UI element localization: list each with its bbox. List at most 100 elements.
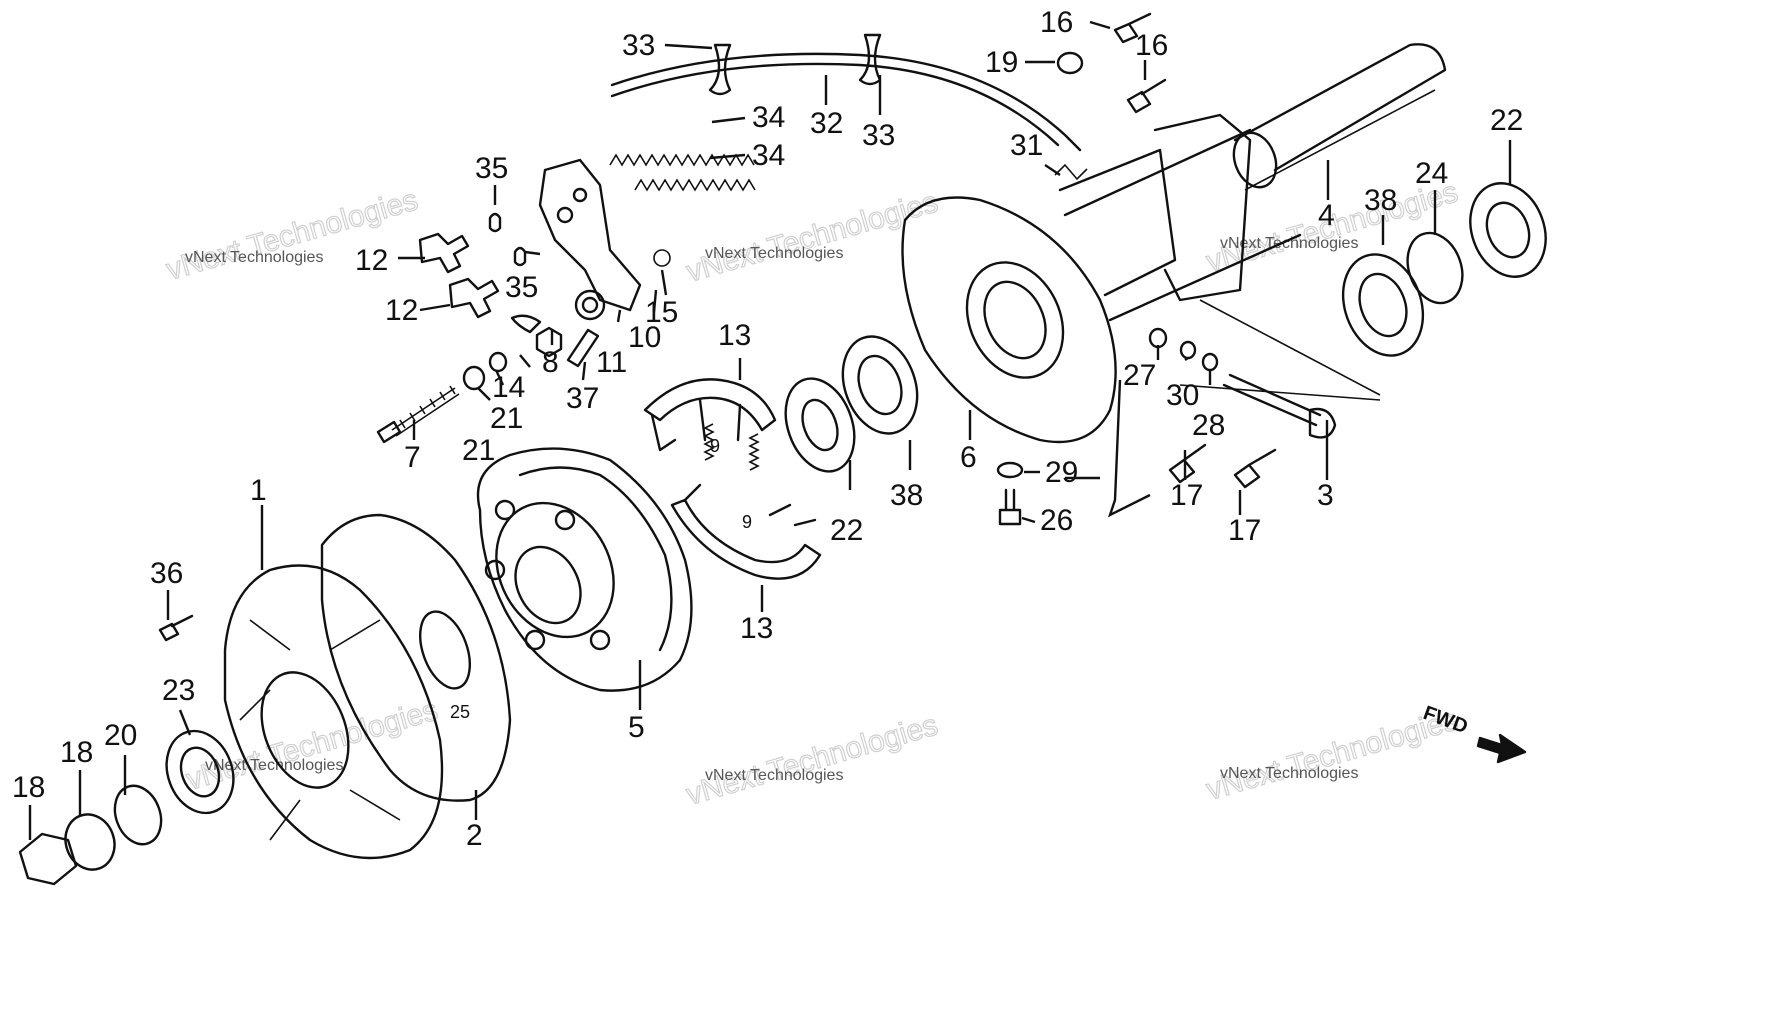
brake-cable: [610, 52, 1082, 152]
oil-seal-22-left-inner: [801, 398, 839, 452]
breather-tube-end: [1308, 407, 1337, 439]
callout-37: 37: [566, 382, 599, 415]
callout-33-left: 33: [622, 29, 655, 62]
gasket: [320, 513, 512, 802]
cover-center-hole: [260, 671, 350, 789]
brake-shoe-lower: [670, 498, 822, 580]
callout-9-lower: 9: [742, 512, 752, 532]
cotter-pin-lower: [513, 246, 527, 267]
leader-lines: [28, 20, 1512, 840]
callout-17-right: 17: [1228, 514, 1261, 547]
callout-18-left: 18: [12, 771, 45, 804]
cable-clamp-right: [858, 33, 882, 86]
drum-bolt-hole-2: [554, 509, 576, 531]
callout-14: 14: [492, 371, 525, 404]
callout-33-right: 33: [862, 119, 895, 152]
callout-21-upper: 21: [490, 402, 523, 435]
nut-8: [535, 326, 563, 358]
callout-22-left: 22: [830, 514, 863, 547]
cover-ribs: [239, 619, 401, 841]
brake-shoe-upper: [643, 378, 777, 432]
axle-housing-tube: [1058, 128, 1302, 322]
housing-flange: [1153, 113, 1252, 302]
washer-30: [1179, 340, 1197, 360]
bolt-37: [566, 328, 600, 368]
oil-seal-23-inner: [179, 746, 221, 798]
svg-text:vNext Technologies: vNext Technologies: [205, 757, 343, 774]
bearing-38-left-inner: [857, 354, 903, 416]
callout-23: 23: [162, 674, 195, 707]
brake-cable-inner: [610, 62, 1060, 147]
gasket-hole: [419, 610, 471, 690]
brake-arm-plate: [538, 158, 642, 312]
callout-38-left: 38: [890, 479, 923, 512]
axle-shaft: [1244, 89, 1436, 191]
brake-arm-hole-1: [556, 206, 574, 224]
brake-arm-boss: [574, 289, 606, 321]
callout-36: 36: [150, 557, 183, 590]
brake-shoe-upper-rim: [650, 398, 742, 452]
adjusting-bolt-head: [376, 420, 402, 444]
callout-35-lower: 35: [505, 271, 538, 304]
bolt-26: [998, 488, 1022, 526]
callout-labels: 1 2 3 4 5 6 7 8 9 9 10 11 12 12 13 13 14…: [12, 6, 1523, 852]
brake-shoe-lower-rim: [683, 483, 817, 527]
callout-25: 25: [450, 702, 470, 722]
drum-bolt-hole-4: [524, 629, 546, 651]
drum-bolt-hole-1: [494, 499, 516, 521]
cable-clamp-left: [708, 43, 732, 96]
callout-38-right: 38: [1364, 184, 1397, 217]
callout-27: 27: [1123, 359, 1156, 392]
callout-34-lower: 34: [752, 139, 785, 172]
clip-31: [1054, 163, 1088, 181]
wing-nut-upper: [418, 232, 470, 274]
callout-34-upper: 34: [752, 101, 785, 134]
svg-text:vNext Technologies: vNext Technologies: [1220, 235, 1358, 252]
callout-13-upper: 13: [718, 319, 751, 352]
callout-16-lower: 16: [1135, 29, 1168, 62]
brake-drum: [476, 447, 693, 692]
svg-text:vNext Technologies: vNext Technologies: [185, 249, 323, 266]
callout-17-left: 17: [1170, 479, 1203, 512]
callout-10: 10: [628, 321, 661, 354]
brake-panel: [901, 196, 1117, 444]
callout-19: 19: [985, 46, 1018, 79]
callout-30: 30: [1166, 379, 1199, 412]
callout-21-lower: 21: [462, 434, 495, 467]
nut-21-a: [462, 365, 486, 391]
callout-15: 15: [645, 296, 678, 329]
washer-14: [488, 351, 508, 373]
callout-6: 6: [960, 441, 977, 474]
callout-22-right: 22: [1490, 104, 1523, 137]
pin-15: [653, 249, 671, 267]
bearing-38-right: [1341, 253, 1425, 357]
cotter-pin-upper: [488, 212, 502, 233]
callout-2: 2: [466, 819, 483, 852]
brake-drum-face: [518, 466, 673, 652]
oil-seal-22-right: [1469, 182, 1547, 278]
tie-rod-end: [510, 314, 542, 334]
watermark-bottom-center: vNext Technologies vNext Technologies: [682, 708, 942, 812]
brake-arm-boss-inner: [581, 296, 599, 314]
bolt-16-upper: [1113, 12, 1152, 44]
callout-12-upper: 12: [355, 244, 388, 277]
bolt-17-left: [1168, 443, 1207, 484]
housing-rib: [1179, 299, 1381, 401]
drum-bolt-hole-3: [484, 559, 506, 581]
washer-20: [113, 784, 163, 846]
wing-nut-lower: [448, 277, 500, 319]
svg-text:vNext Technologies: vNext Technologies: [705, 767, 843, 784]
breather-tube: [1222, 373, 1322, 427]
bearing-38-left: [841, 335, 919, 435]
callout-12-lower: 12: [385, 294, 418, 327]
callout-7: 7: [404, 441, 421, 474]
brake-panel-hub-inner: [983, 280, 1047, 360]
fwd-arrow-icon: [1476, 733, 1527, 764]
shoe-spring-left: [703, 423, 715, 461]
axle-sleeve: [1233, 43, 1447, 172]
drum-hub-outer: [495, 501, 615, 639]
oil-seal-22-left: [784, 377, 856, 473]
axle-sleeve-end: [1232, 131, 1278, 189]
return-spring-lower: [634, 178, 756, 192]
